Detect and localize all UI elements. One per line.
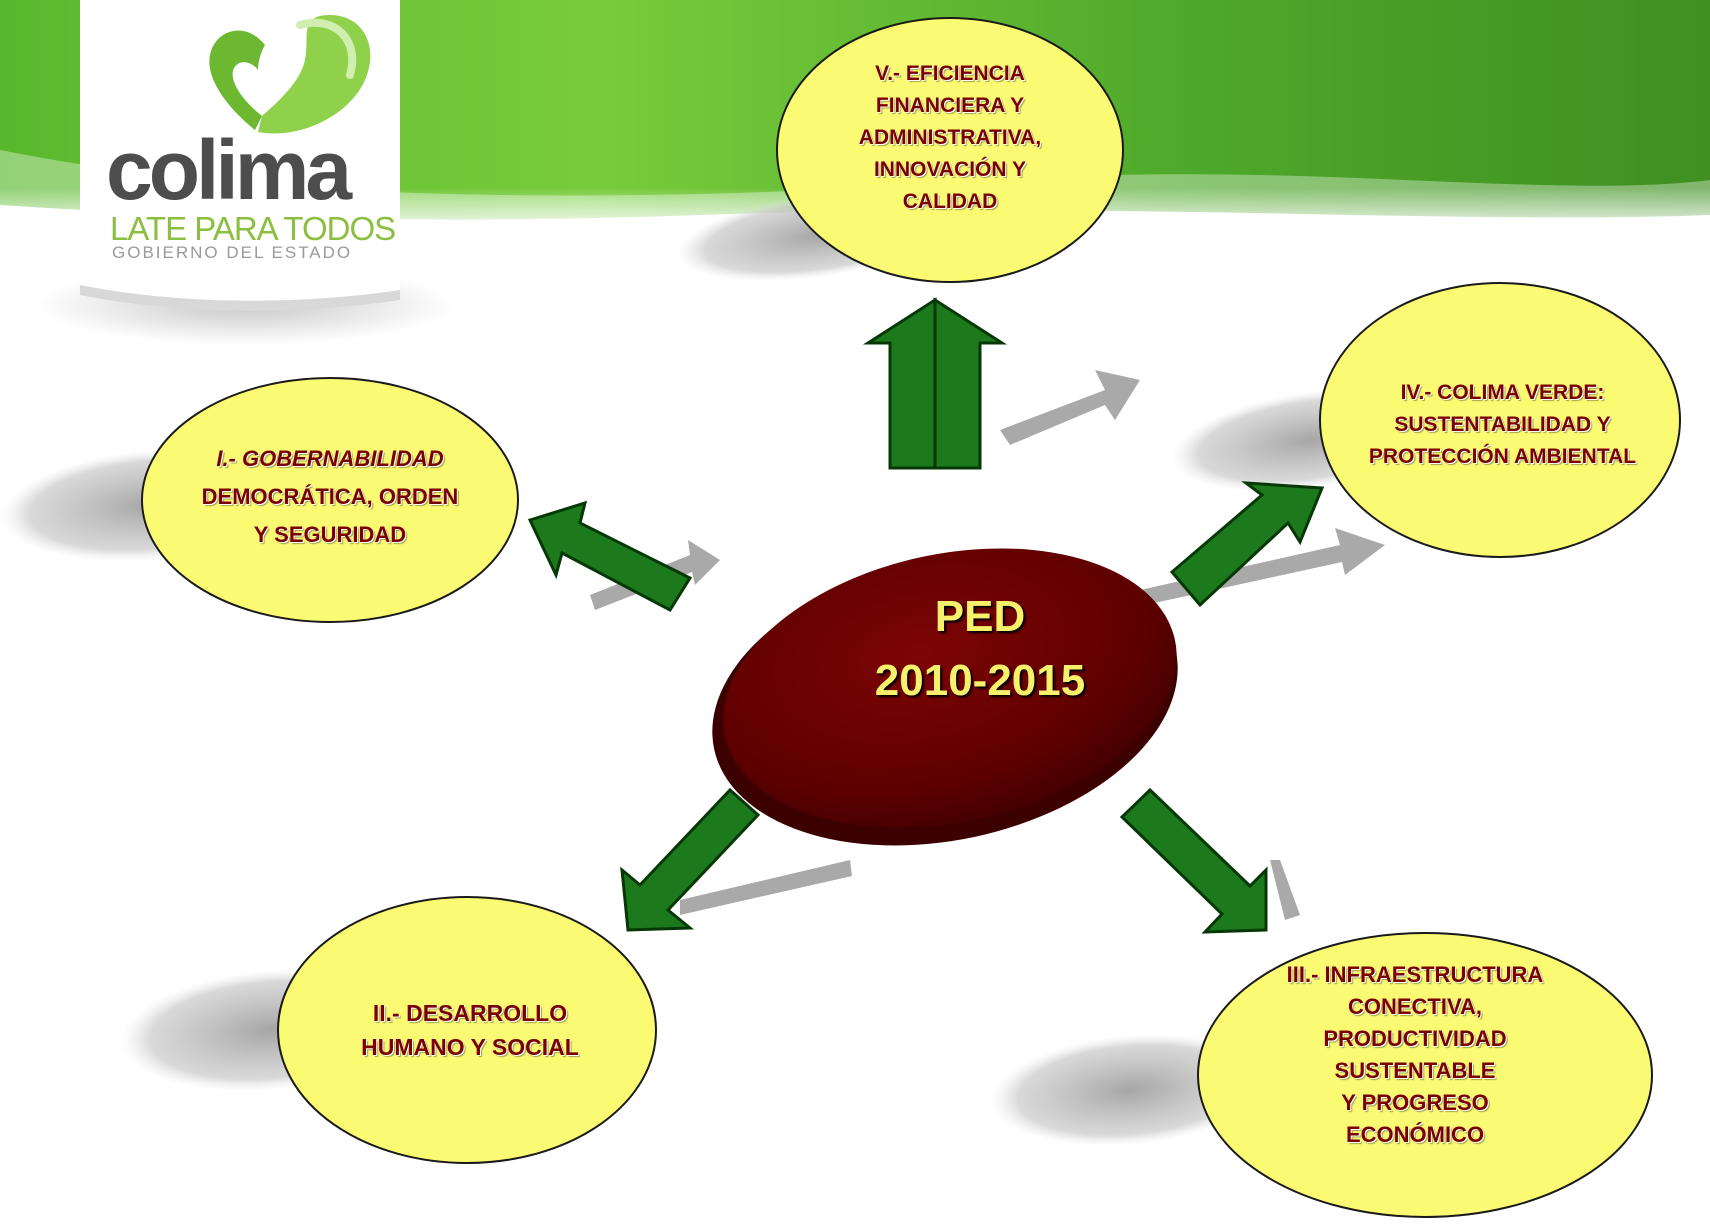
center-label: PED 2010-2015: [780, 585, 1180, 713]
logo-wordmark: colima: [106, 123, 352, 217]
axis-ellipses: [141, 17, 1681, 1218]
center-label-line1: PED: [934, 592, 1026, 641]
ellipse-axis-3: [1197, 932, 1653, 1218]
arrow-lower-left: [620, 787, 761, 932]
axis-5-label: V.- EFICIENCIA FINANCIERA Y ADMINISTRATI…: [858, 62, 1042, 213]
ellipse-axis-2: [277, 896, 657, 1164]
axis-1-label: I.- GOBERNABILIDAD DEMOCRÁTICA, ORDEN Y …: [201, 446, 459, 547]
axis-2-label: II.- DESARROLLO HUMANO Y SOCIAL: [361, 1000, 579, 1060]
center-label-line2: 2010-2015: [874, 656, 1086, 705]
ellipse-axis-4: [1319, 282, 1681, 558]
heart-logo-icon: [209, 15, 371, 134]
logo-subtitle: GOBIERNO DEL ESTADO: [112, 243, 353, 262]
center-node: [712, 548, 1178, 846]
arrow-upper-left: [527, 500, 693, 612]
logo-tagline: LATE PARA TODOS: [110, 210, 396, 247]
axis-3-label: III.- INFRAESTRUCTURA CONECTIVA, PRODUCT…: [1286, 962, 1544, 1147]
arrow-up: [933, 297, 1008, 470]
arrows: [527, 297, 1325, 934]
ellipse-axis-1: [141, 377, 519, 623]
arrow-upper-right: [1169, 481, 1325, 608]
axis-4-label: IV.- COLIMA VERDE: SUSTENTABILIDAD Y PRO…: [1368, 381, 1637, 468]
arrow-lower-right: [1119, 787, 1268, 934]
ellipse-axis-5: [776, 17, 1124, 283]
